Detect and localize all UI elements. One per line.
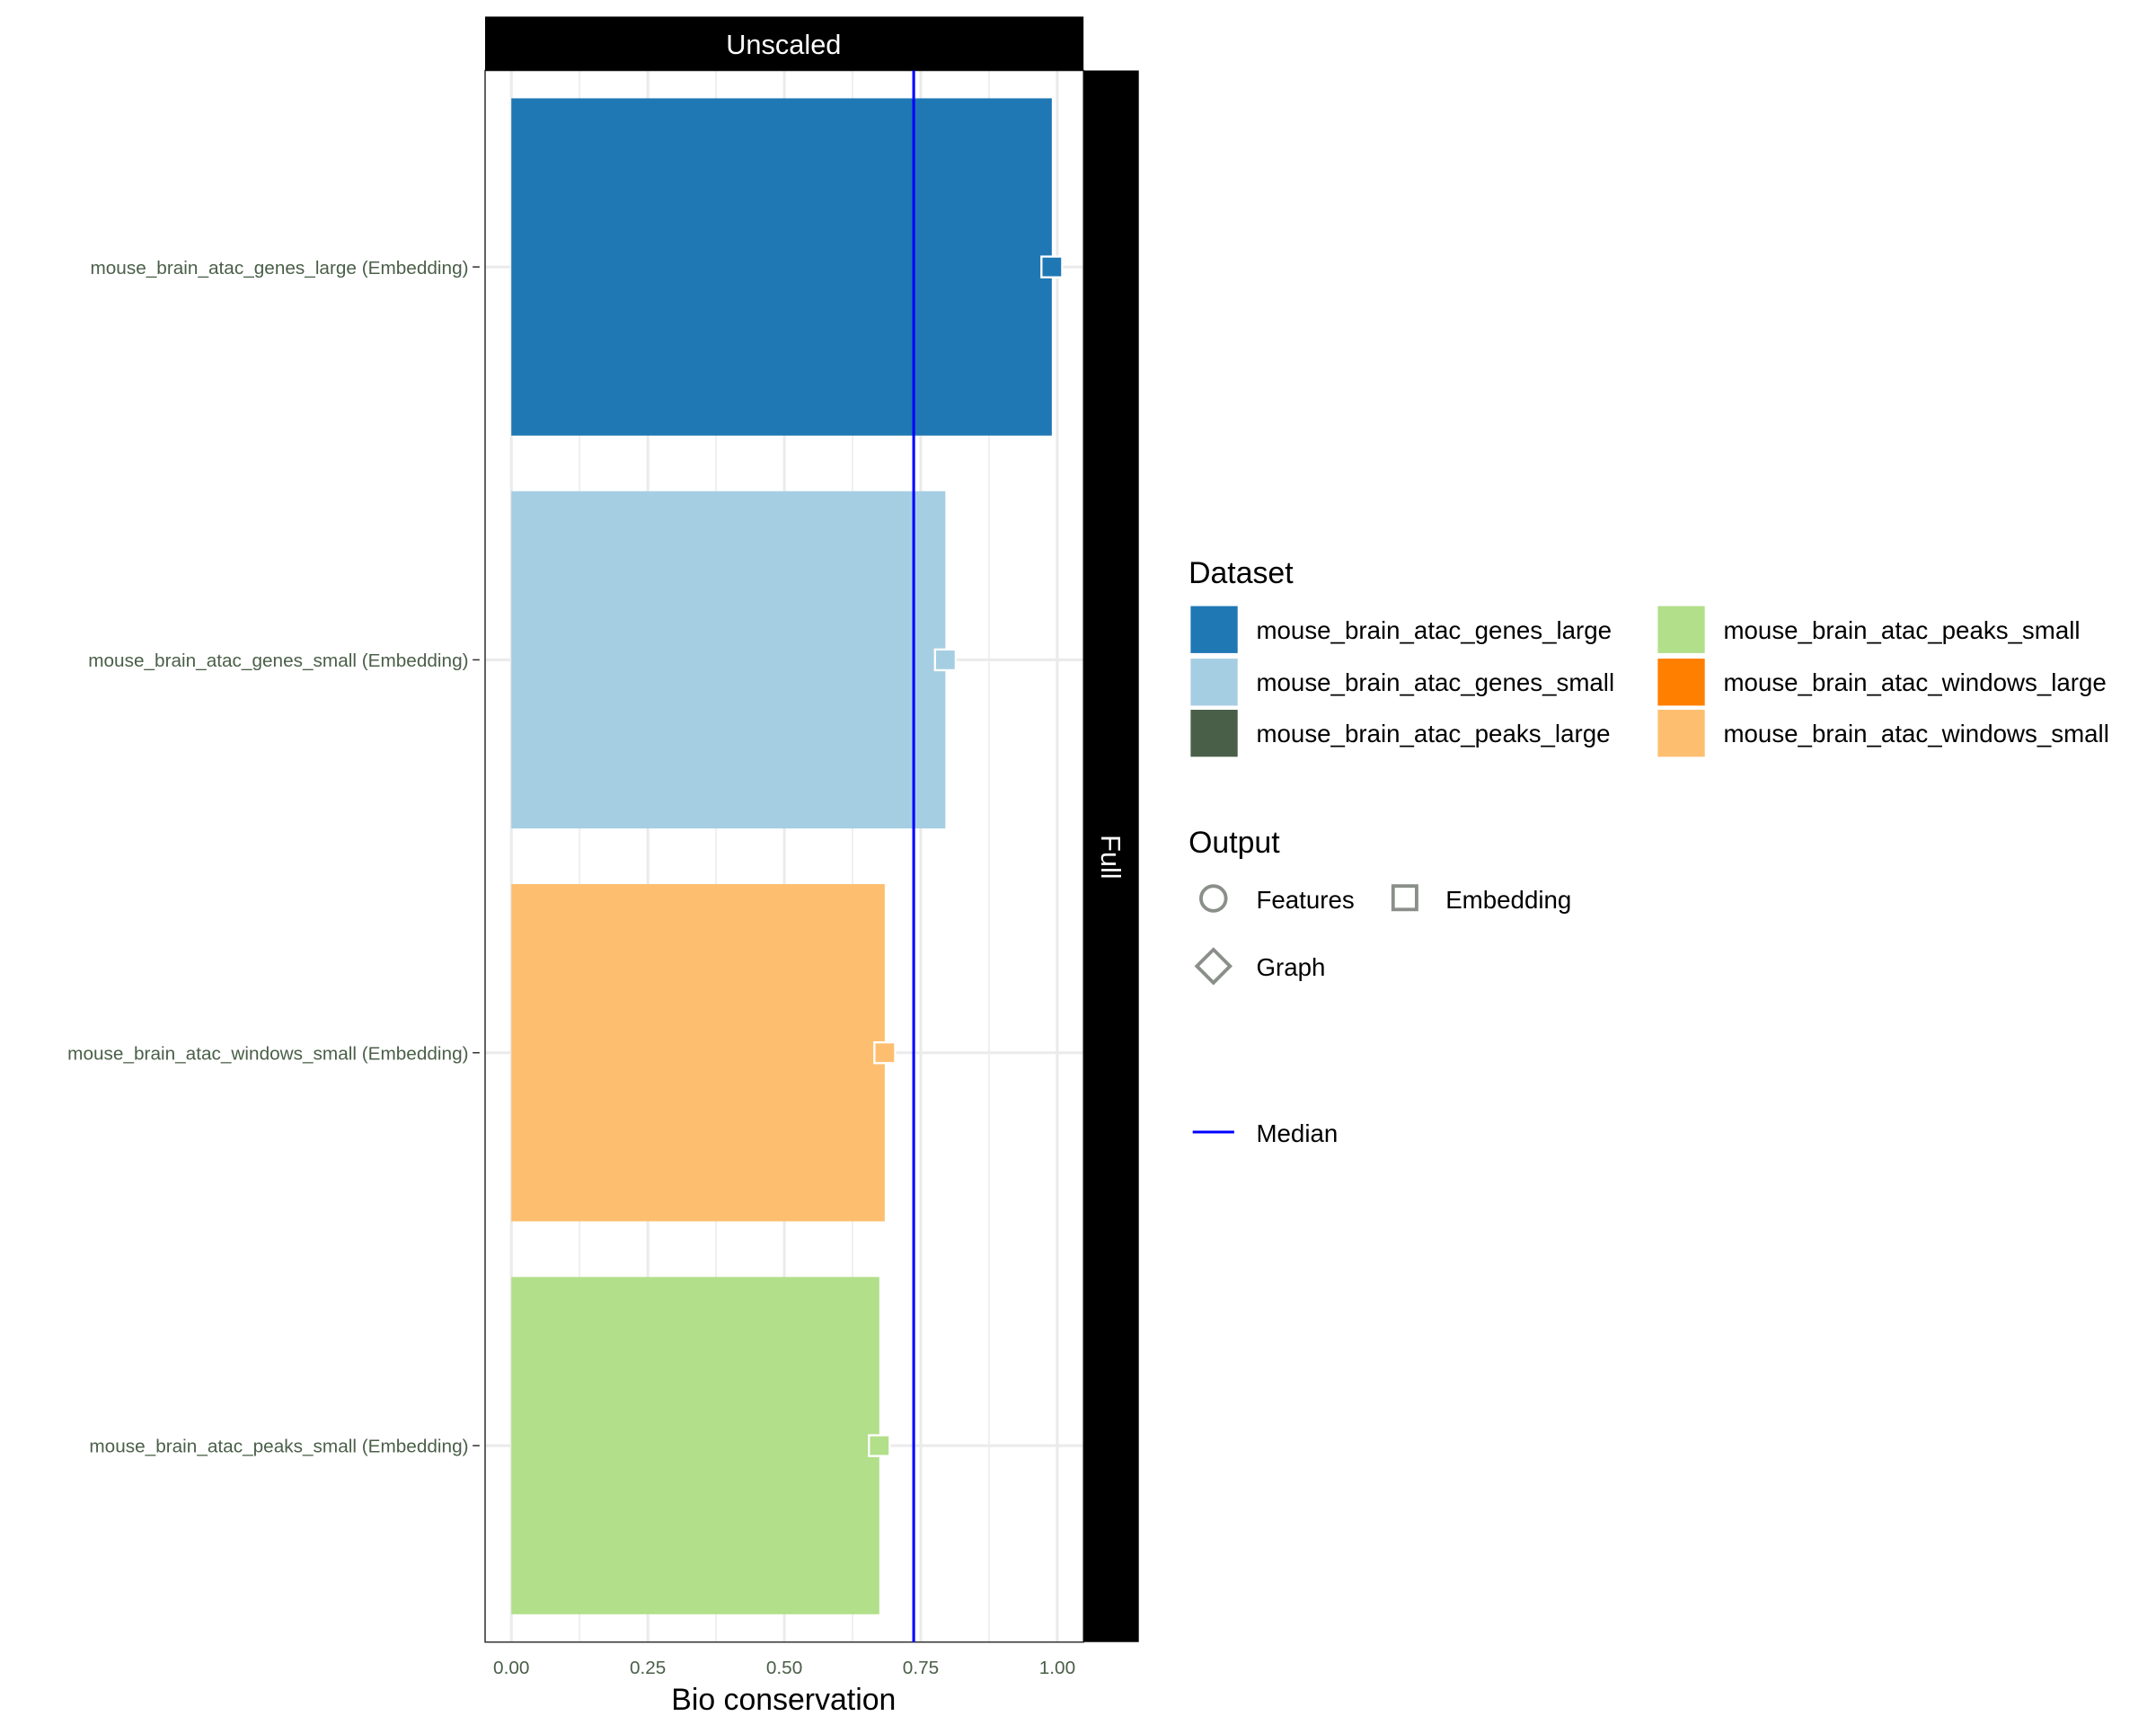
legend-output-title: Output: [1188, 826, 1280, 860]
bar: [511, 98, 1052, 436]
facet-label-top: Unscaled: [726, 29, 841, 60]
legend-output-label: Graph: [1256, 953, 1325, 981]
legend-output-label: Embedding: [1445, 886, 1571, 914]
legend-dataset-title: Dataset: [1188, 556, 1294, 590]
facet-strip-right: [1083, 70, 1139, 1642]
legend-square-icon: [1391, 884, 1418, 912]
y-tick-labels: mouse_brain_atac_genes_large (Embedding)…: [67, 258, 480, 1457]
legend-dataset-label: mouse_brain_atac_peaks_large: [1256, 720, 1610, 748]
bars: [511, 98, 1052, 1614]
x-tick-label: 0.75: [903, 1658, 939, 1678]
bar: [511, 1277, 879, 1614]
bar: [511, 491, 946, 829]
legend-output-label: Features: [1256, 886, 1354, 914]
point-square-marker: [933, 648, 958, 672]
x-tick-label: 0.25: [630, 1658, 666, 1678]
legend: Dataset mouse_brain_atac_genes_largemous…: [1188, 556, 2109, 1147]
x-tick-label: 0.00: [493, 1658, 529, 1678]
x-tick-label: 1.00: [1039, 1658, 1075, 1678]
x-axis-title: Bio conservation: [671, 1683, 896, 1717]
legend-dataset-label: mouse_brain_atac_windows_small: [1723, 720, 2108, 748]
facet-label-right: Full: [1095, 835, 1127, 880]
point-square-marker: [1040, 255, 1064, 279]
legend-swatch: [1656, 708, 1707, 758]
y-tick-label: mouse_brain_atac_windows_small (Embeddin…: [67, 1043, 468, 1064]
legend-dataset-label: mouse_brain_atac_peaks_small: [1723, 616, 2080, 644]
legend-swatch: [1188, 708, 1240, 758]
y-tick-label: mouse_brain_atac_peaks_small (Embedding): [89, 1437, 468, 1457]
legend-dataset-label: mouse_brain_atac_windows_large: [1723, 668, 2106, 696]
legend-swatch: [1188, 657, 1240, 707]
point-square-marker: [868, 1434, 891, 1457]
legend-dataset-label: mouse_brain_atac_genes_large: [1256, 616, 1612, 644]
x-tick-labels: 0.00 0.25 0.50 0.75 1.00: [493, 1658, 1075, 1678]
legend-swatch: [1188, 605, 1240, 655]
legend-swatch: [1656, 605, 1707, 655]
y-tick-label: mouse_brain_atac_genes_large (Embedding): [90, 258, 468, 279]
legend-diamond-icon: [1194, 947, 1233, 986]
point-square-marker: [873, 1041, 897, 1065]
points: [868, 255, 1064, 1457]
legend-dataset-label: mouse_brain_atac_genes_small: [1256, 668, 1614, 696]
legend-circle-icon: [1199, 884, 1228, 913]
legend-swatch: [1656, 657, 1707, 707]
facet-strip-top: [485, 16, 1084, 71]
legend-median-label: Median: [1256, 1119, 1338, 1147]
y-tick-label: mouse_brain_atac_genes_small (Embedding): [88, 650, 468, 671]
x-tick-label: 0.50: [766, 1658, 802, 1678]
bar: [511, 884, 885, 1222]
